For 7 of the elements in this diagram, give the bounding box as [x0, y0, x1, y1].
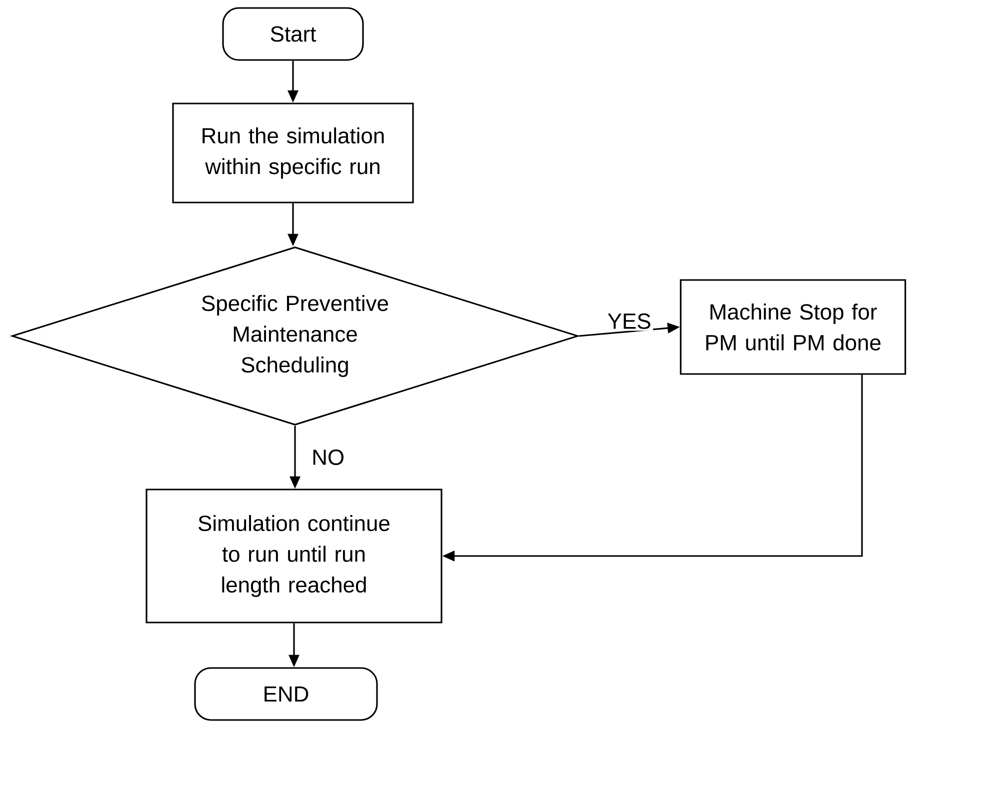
edge-label: YES [606, 312, 654, 331]
terminal-box: END [194, 667, 378, 721]
process-box: Machine Stop for PM until PM done [680, 279, 906, 375]
process-box: Simulation continue to run until run length reached [146, 488, 442, 624]
process-box: Run the simulation within specific run [172, 102, 414, 204]
edge-label: NO [310, 448, 346, 467]
terminal-box: Start [222, 7, 364, 61]
